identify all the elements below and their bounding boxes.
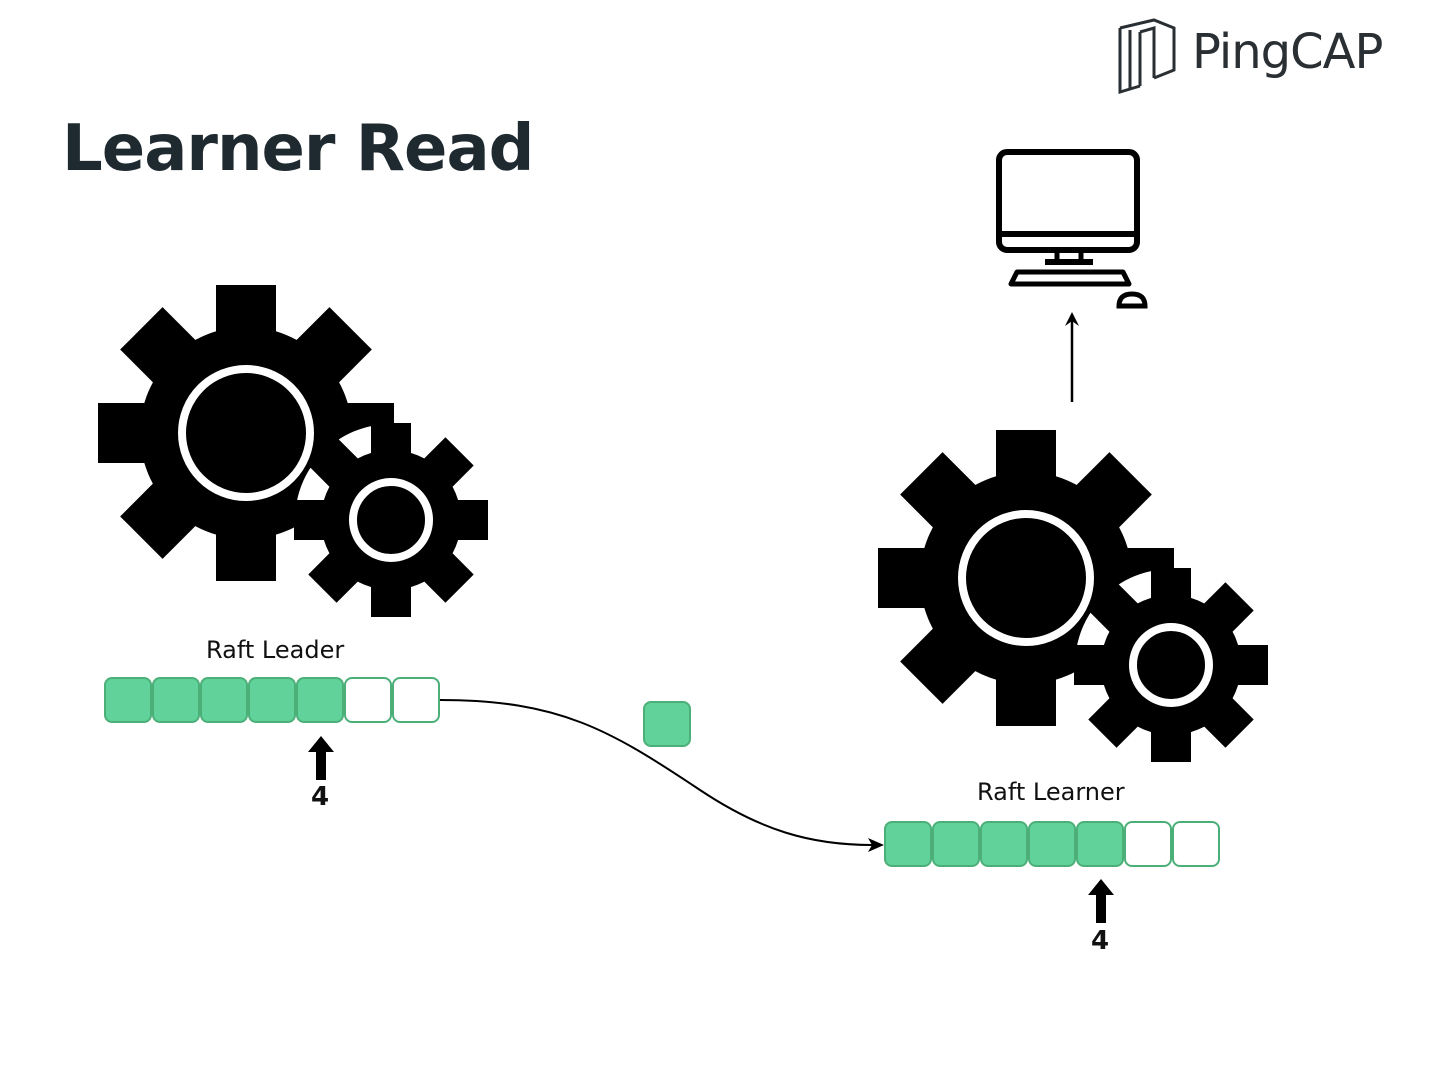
replicating-log-entry (643, 701, 691, 747)
logo-text: PingCAP (1192, 24, 1383, 80)
pingcap-logo-icon (1118, 18, 1176, 95)
learner-index-arrow-icon (1088, 879, 1114, 923)
raft-leader-label: Raft Leader (206, 636, 345, 664)
learner-log-entry (1028, 821, 1076, 867)
raft-learner-label: Raft Learner (977, 778, 1125, 806)
leader-index-arrow-icon (308, 736, 334, 780)
leader-log-entry (344, 677, 392, 723)
learner-log-entry (1124, 821, 1172, 867)
leader-index-value: 4 (311, 782, 330, 812)
learner-gears-icon (875, 425, 1275, 765)
slide-title: Learner Read (62, 112, 534, 186)
read-arrow (1065, 312, 1079, 402)
learner-log-entry (1076, 821, 1124, 867)
leader-log-entry (152, 677, 200, 723)
learner-log-entry (932, 821, 980, 867)
leader-log-entry (104, 677, 152, 723)
learner-log-entry (884, 821, 932, 867)
learner-log-entry (980, 821, 1028, 867)
computer-icon (996, 149, 1148, 309)
pingcap-logo: PingCAP (1116, 18, 1406, 98)
leader-gears-icon (95, 280, 495, 620)
learner-index-value: 4 (1091, 926, 1110, 956)
leader-log-entry (200, 677, 248, 723)
leader-log-entry (248, 677, 296, 723)
leader-log-entry (296, 677, 344, 723)
learner-log-entry (1172, 821, 1220, 867)
leader-log-entry (392, 677, 440, 723)
